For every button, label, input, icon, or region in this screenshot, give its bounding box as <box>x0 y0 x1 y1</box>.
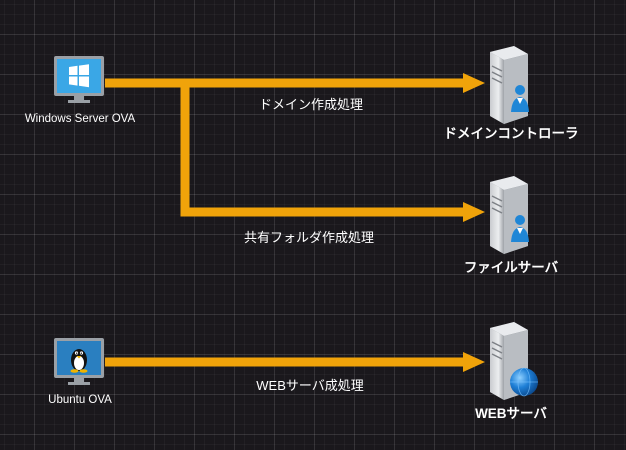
edge-domain <box>105 73 485 93</box>
edge-domain-label: ドメイン作成処理 <box>258 97 364 112</box>
linux-vm-icon <box>54 338 104 385</box>
edge-web <box>105 352 485 372</box>
edge-folder <box>180 87 485 222</box>
user-badge-icon <box>511 85 529 112</box>
file-server-label: ファイルサーバ <box>463 260 559 275</box>
edge-web-label: WEBサーバ成処理 <box>256 378 364 393</box>
server-user-icon <box>490 46 529 124</box>
server-globe-icon <box>490 322 538 400</box>
ubuntu-vm-label: Ubuntu OVA <box>48 394 112 406</box>
web-server-label: WEBサーバ <box>475 406 547 421</box>
domain-controller-label: ドメインコントローラ <box>443 126 579 141</box>
windows-vm-label: Windows Server OVA <box>24 113 136 125</box>
windows-logo-icon <box>69 64 89 88</box>
user-badge-icon <box>511 215 529 242</box>
windows-vm-icon <box>54 56 104 103</box>
server-user-icon <box>490 176 529 254</box>
tux-penguin-icon <box>70 349 88 373</box>
globe-icon <box>510 367 538 397</box>
edge-folder-label: 共有フォルダ作成処理 <box>243 230 375 245</box>
